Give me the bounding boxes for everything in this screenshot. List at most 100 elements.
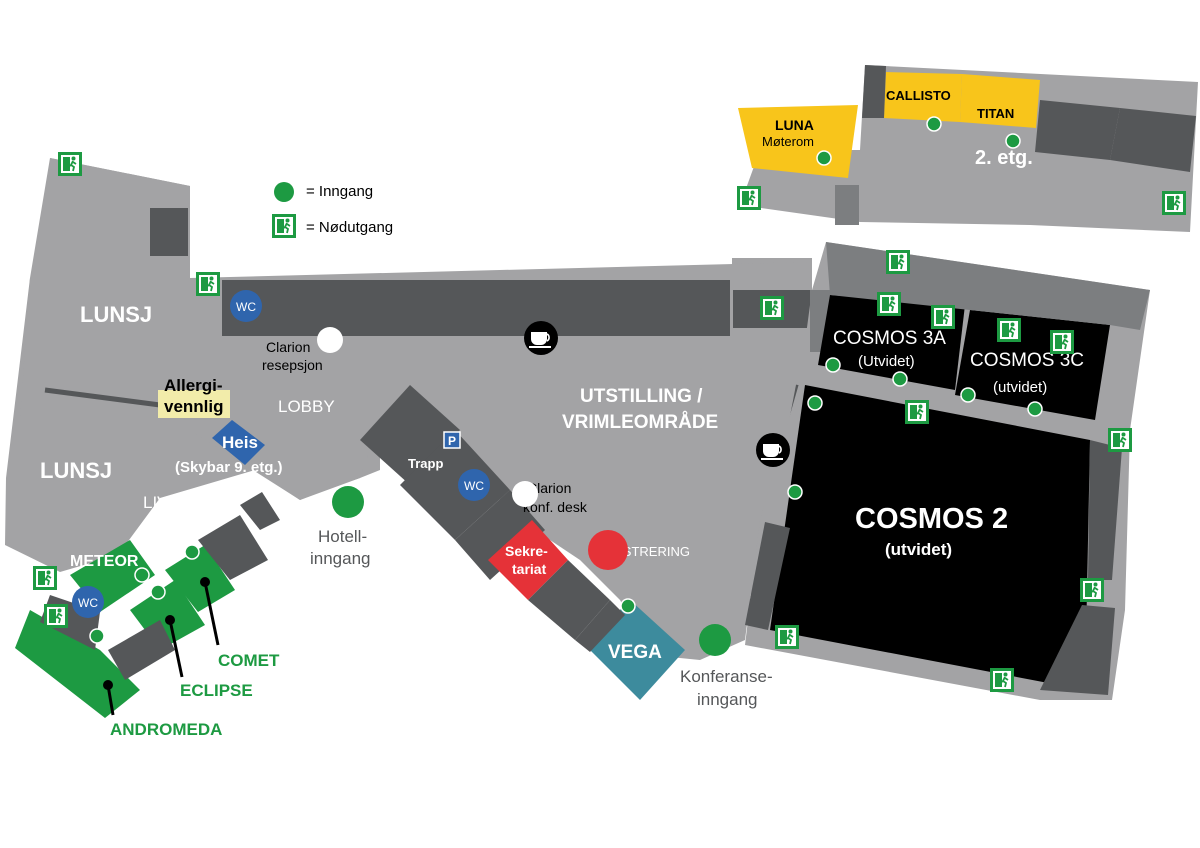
- wc-label-left: WC: [78, 596, 98, 610]
- entrance-icon: [89, 628, 105, 644]
- cosmos-left-wall: [745, 522, 790, 630]
- emergency-exit-icon: [996, 317, 1022, 343]
- legend-emergency-exit-label: = Nødutgang: [306, 219, 393, 236]
- sekretariat-label-2: tariat: [512, 561, 547, 577]
- emergency-exit-icon: [930, 304, 956, 330]
- titan-label: TITAN: [977, 106, 1014, 121]
- reception-marker: [317, 327, 343, 353]
- corridor-floor: [190, 262, 812, 660]
- hotel-entrance-label-1: Hotell-: [318, 527, 367, 546]
- allergy-label-1: Allergi-: [164, 376, 223, 395]
- luna-sub-label: Møterom: [762, 134, 814, 149]
- center-block-5: [575, 600, 625, 652]
- left-dark-2: [240, 492, 280, 530]
- main-floor: [5, 158, 812, 660]
- allergy-marker: [158, 390, 230, 418]
- emergency-exit-icon: [1049, 329, 1075, 355]
- center-block-3: [455, 490, 545, 580]
- allergy-label-2: vennlig: [164, 397, 224, 416]
- wc-icon-left: [72, 586, 104, 618]
- emergency-exit-icon: [736, 185, 762, 211]
- titan-room: [960, 74, 1040, 128]
- parking-label: P: [448, 434, 456, 448]
- conf-desk-label-2: konf. desk: [523, 499, 588, 515]
- cosmos2: [770, 385, 1090, 690]
- lobby-label: LOBBY: [278, 397, 335, 416]
- center-block: [360, 385, 685, 700]
- entrance-icon: [892, 371, 908, 387]
- floor2-label: 2. etg.: [975, 147, 1033, 169]
- meteor-label: METEOR: [70, 553, 139, 570]
- coffee-icon: [756, 433, 790, 467]
- entrance-icon: [926, 116, 942, 132]
- utstilling-label-2: VRIMLEOMRÅDE: [562, 412, 718, 433]
- eclipse-label: ECLIPSE: [180, 681, 253, 700]
- hotel-entrance-label-2: inngang: [310, 549, 371, 568]
- reception-label-1: Clarion: [266, 339, 310, 355]
- emergency-exit-icon: [759, 295, 785, 321]
- corridor-block: [222, 280, 730, 336]
- wc-icon-top: [230, 290, 262, 322]
- legend-entrance-label: = Inngang: [306, 183, 373, 200]
- parking-icon: [443, 431, 461, 449]
- legend-entrance-dot: [274, 182, 294, 202]
- conf-entrance-icon: [699, 624, 731, 656]
- entrance-dots: [89, 116, 1043, 656]
- entrance-icon: [134, 567, 150, 583]
- conf-desk-marker: [512, 481, 538, 507]
- skybar-label: (Skybar 9. etg.): [175, 459, 283, 476]
- coffee-icon: [524, 321, 558, 355]
- living-room-label-1: LIVING: [143, 493, 199, 512]
- area-labels: LUNSJ LUNSJ LOBBY LIVING ROOM UTSTILLING…: [40, 147, 1033, 709]
- entrance-icon: [960, 387, 976, 403]
- reception-label-2: resepsjon: [262, 357, 323, 373]
- wc-block: [400, 430, 510, 540]
- comet-label: COMET: [218, 651, 280, 670]
- cosmos3c-sub-label: (utvidet): [993, 379, 1047, 396]
- emergency-exit-icon: [57, 151, 83, 177]
- utstilling-label-1: UTSTILLING /: [580, 386, 703, 407]
- cosmos3a: [818, 295, 965, 390]
- entrance-icon: [807, 395, 823, 411]
- emergency-exit-icon: [195, 271, 221, 297]
- emergency-exit-icon: [885, 249, 911, 275]
- andromeda-label: ANDROMEDA: [110, 720, 222, 739]
- entrance-icon: [1027, 401, 1043, 417]
- cosmos2-label: COSMOS 2: [855, 503, 1008, 535]
- emergency-exit-icon: [876, 291, 902, 317]
- emergency-exit-icon: [1107, 427, 1133, 453]
- hotel-entrance-icon: [332, 486, 364, 518]
- entrance-icon: [825, 357, 841, 373]
- left-dark-1: [198, 515, 268, 580]
- comet: [165, 545, 235, 612]
- vega-label: VEGA: [608, 642, 662, 663]
- emergency-exit-icon: [1161, 190, 1187, 216]
- emergency-exit-icon: [989, 667, 1015, 693]
- cosmos2-sub-label: (utvidet): [885, 540, 952, 559]
- lunsj-upper-floor: [20, 158, 190, 420]
- second-floor-dark-2: [1110, 108, 1196, 172]
- cosmos-right-wall: [1088, 440, 1122, 580]
- lunsj-top-label: LUNSJ: [80, 302, 152, 327]
- emergency-exit-icon: [774, 624, 800, 650]
- room-labels: LUNA Møterom CALLISTO TITAN COSMOS 3A (U…: [70, 88, 1084, 739]
- heis-marker: [212, 420, 265, 465]
- conf-entrance-label-1: Konferanse-: [680, 667, 773, 686]
- center-block-4: [528, 560, 610, 640]
- cosmos3a-sub-label: (Utvidet): [858, 353, 915, 370]
- cosmos-right-wall-2: [1040, 605, 1115, 695]
- entrance-icon: [787, 484, 803, 500]
- trapp-label: Trapp: [408, 456, 443, 471]
- emergency-exit-icon: [43, 603, 69, 629]
- entrance-icon: [184, 544, 200, 560]
- wc-label-center: WC: [464, 479, 484, 493]
- callisto-room: [884, 72, 962, 122]
- luna-label: LUNA: [775, 117, 814, 133]
- left-corridor: [108, 620, 175, 680]
- wc-icon-center: [458, 469, 490, 501]
- sekretariat-label-1: Sekre-: [505, 543, 548, 559]
- second-floor-stairs: [835, 185, 859, 225]
- cosmos-wing: [745, 242, 1150, 700]
- legend-emergency-exit-icon: [271, 213, 297, 239]
- registrering-marker: [588, 530, 628, 570]
